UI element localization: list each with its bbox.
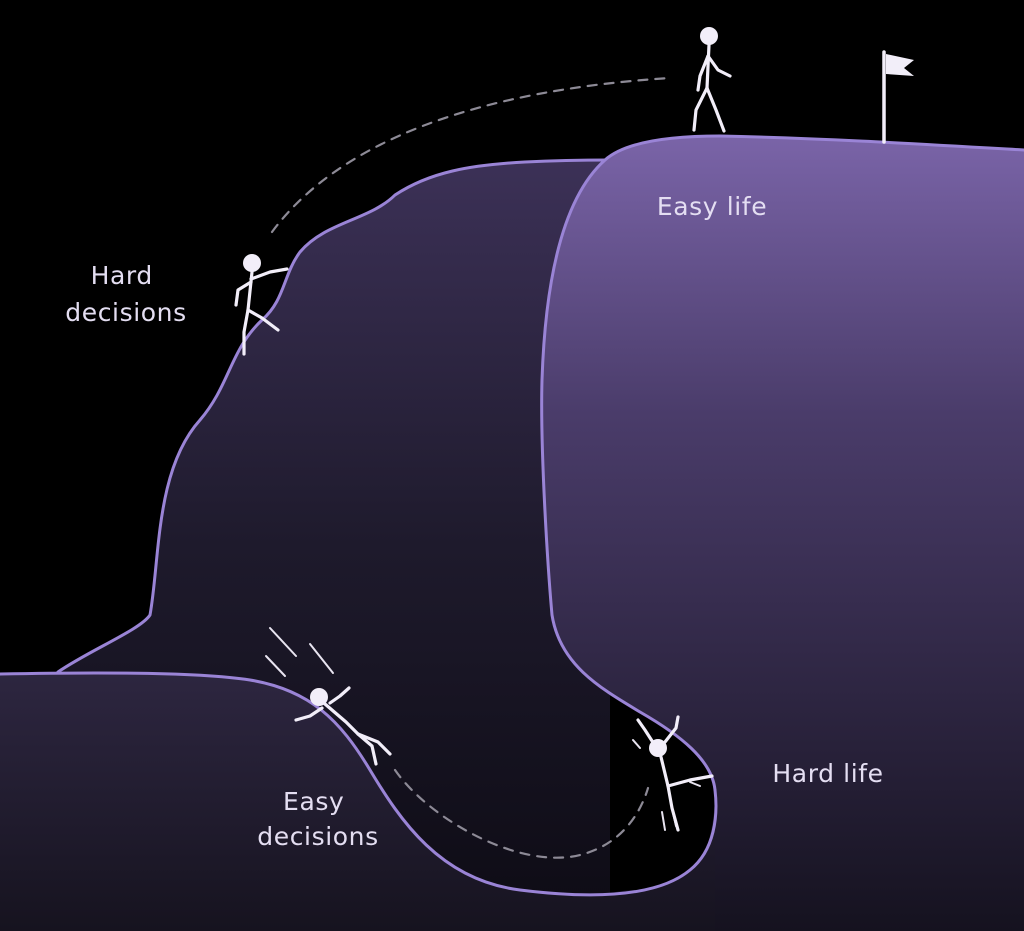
flag-icon [882,50,914,144]
stick-figure-struggling [632,715,714,832]
easy-life-plateau-outline [540,134,1024,792]
hard-decisions-cliff-outline [56,158,612,674]
easy-decisions-label-line-1: Easy [283,787,344,816]
easy-life-plateau [540,136,1024,931]
stick-figure-falling [265,627,392,766]
hard-life-label: Hard life [772,759,883,788]
easy-life-label: Easy life [657,192,767,221]
easy-decisions-slope-outline [0,671,718,897]
easy-decisions-slope [0,672,716,931]
stick-figure-climbing [234,254,289,356]
hard-path-arrow [270,76,672,234]
hard-decisions-label: Hard decisions [65,261,186,327]
hard-decisions-label-line-1: Hard [91,261,153,290]
stick-figure-walking [692,27,732,133]
hard-decisions-label-line-2: decisions [65,298,186,327]
easy-decisions-label: Easy decisions [257,787,378,851]
easy-path-arrow [393,768,650,859]
easy-decisions-label-line-2: decisions [257,822,378,851]
